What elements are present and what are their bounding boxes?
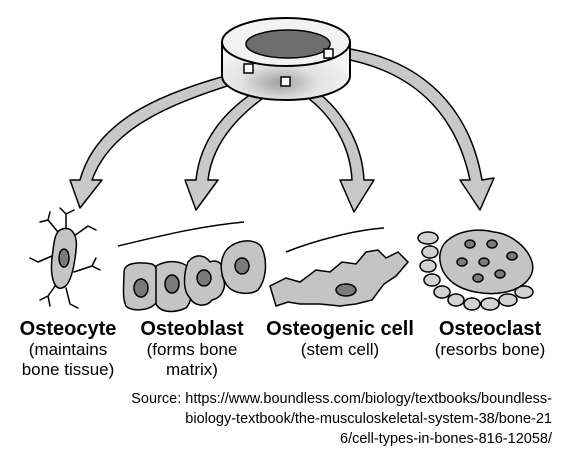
osteoclast-name: Osteoclast xyxy=(438,318,542,340)
source-line-1: Source: https://www.boundless.com/biolog… xyxy=(131,391,552,407)
arrow-to-osteoclast xyxy=(339,47,495,211)
osteogenic-cell-name: Osteogenic cell xyxy=(266,318,414,340)
osteoblast-role-line-2: matrix) xyxy=(166,360,218,379)
bone-section-icon xyxy=(221,17,351,101)
osteoclast-label: Osteoclast (resorbs bone) xyxy=(424,318,556,360)
osteoblast-illustration xyxy=(117,221,267,313)
osteocyte-label: Osteocyte (maintains bone tissue) xyxy=(6,318,130,380)
arrow-to-osteocyte xyxy=(69,71,241,209)
source-line-3: 6/cell-types-in-bones-816-12058/ xyxy=(340,431,552,447)
arrow-to-osteoblast xyxy=(184,87,267,211)
osteocyte-name: Osteocyte xyxy=(19,318,117,340)
osteogenic-cell-role-line-1: (stem cell) xyxy=(300,340,380,359)
osteoblast-label: Osteoblast (forms bone matrix) xyxy=(128,318,256,380)
osteoblast-name: Osteoblast xyxy=(140,318,244,340)
osteocyte-role-line-1: (maintains xyxy=(28,340,108,359)
osteogenic-cell-illustration xyxy=(269,227,410,307)
arrows xyxy=(69,47,495,213)
osteocyte-role-line-2: bone tissue) xyxy=(21,360,115,379)
arrow-to-osteogenic-cell xyxy=(291,79,375,213)
source-citation: Source: https://www.boundless.com/biolog… xyxy=(12,389,552,449)
osteogenic-cell-label: Osteogenic cell (stem cell) xyxy=(255,318,425,360)
osteocyte-illustration xyxy=(29,207,101,309)
osteoclast-role-line-1: (resorbs bone) xyxy=(434,340,546,359)
osteoblast-role-line-1: (forms bone xyxy=(146,340,238,359)
source-line-2: biology-textbook/the-musculoskeletal-sys… xyxy=(185,411,552,427)
osteoclast-illustration xyxy=(417,229,534,311)
